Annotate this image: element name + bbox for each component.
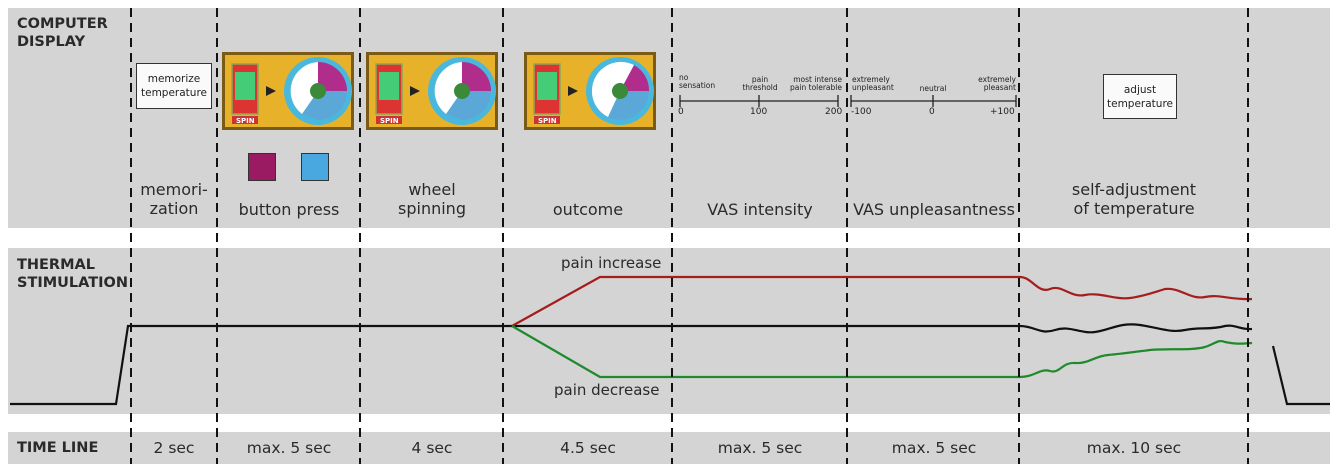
vas-intensity-tick-0: 0 [678, 107, 684, 117]
pain-decrease-trace [511, 325, 1253, 379]
time-label-vas-unpleasantness: max. 5 sec [891, 439, 977, 457]
vas-unpleasantness-tick-0: -100 [851, 107, 872, 117]
adjust-temperature-box: adjust temperature [1103, 74, 1177, 119]
phase-label-vas-intensity: VAS intensity [707, 200, 813, 219]
phase-label-vas-unpleasantness: VAS unpleasantness [853, 200, 1015, 219]
phase-label-self-adjustment: self-adjustment of temperature [1071, 180, 1197, 218]
timeline-band [8, 432, 1330, 464]
time-label-self-adjustment: max. 10 sec [1086, 439, 1182, 457]
spin-button-label: SPIN [380, 117, 399, 125]
memorize-temperature-box: memorize temperature [136, 63, 212, 109]
pain-increase-trace [511, 275, 1253, 327]
vas-intensity-anchor-low: no sensation [679, 73, 716, 90]
vas-intensity-tick-2: 200 [825, 107, 843, 117]
phase-label-button-press: button press [238, 200, 340, 219]
wheel-image-button-press [222, 52, 354, 130]
wheel-image-spinning [366, 52, 498, 130]
time-label-wheel-spinning: 4 sec [411, 439, 453, 457]
time-label-outcome: 4.5 sec [560, 439, 616, 457]
phase-label-outcome: outcome [552, 200, 624, 219]
thermal-traces [10, 275, 1330, 406]
vas-unpleasantness-scale [850, 95, 1017, 107]
vas-unpleasantness-tick-2: +100 [990, 107, 1015, 117]
button-color-magenta [248, 153, 276, 181]
pain-increase-label: pain increase [561, 254, 662, 272]
thermal-stimulation-band [8, 248, 1330, 414]
row-label-computer-display: COMPUTER DISPLAY [17, 16, 108, 50]
vas-unpleasantness-tick-1: 0 [929, 107, 935, 117]
button-color-blue [301, 153, 329, 181]
vas-intensity-scale [679, 95, 839, 107]
phase-label-memorization: memori- zation [140, 180, 208, 218]
vas-unpleasantness-anchor-mid: neutral [919, 84, 947, 93]
vas-intensity-tick-1: 100 [750, 107, 768, 117]
time-label-vas-intensity: max. 5 sec [717, 439, 803, 457]
time-label-memorization: 2 sec [153, 439, 195, 457]
spin-button-label: SPIN [538, 117, 557, 125]
row-label-timeline: TIME LINE [17, 440, 99, 456]
time-label-button-press: max. 5 sec [246, 439, 332, 457]
baseline-trace [10, 323, 1253, 406]
vas-intensity-anchor-mid: pain threshold [742, 75, 778, 92]
vas-unpleasantness-anchor-low: extremely unpleasant [852, 75, 894, 92]
spin-button-label: SPIN [236, 117, 255, 125]
row-label-thermal-stimulation: THERMAL STIMULATION [17, 257, 129, 291]
phase-label-wheel-spinning: wheel spinning [398, 180, 466, 218]
wheel-image-outcome [524, 52, 656, 130]
ramp-down-trace [1271, 345, 1330, 406]
vas-unpleasantness-anchor-high: extremely pleasant [978, 75, 1016, 92]
pain-decrease-label: pain decrease [554, 381, 660, 399]
phase-separators [130, 8, 1249, 464]
vas-intensity-anchor-high: most intense pain tolerable [790, 75, 842, 92]
